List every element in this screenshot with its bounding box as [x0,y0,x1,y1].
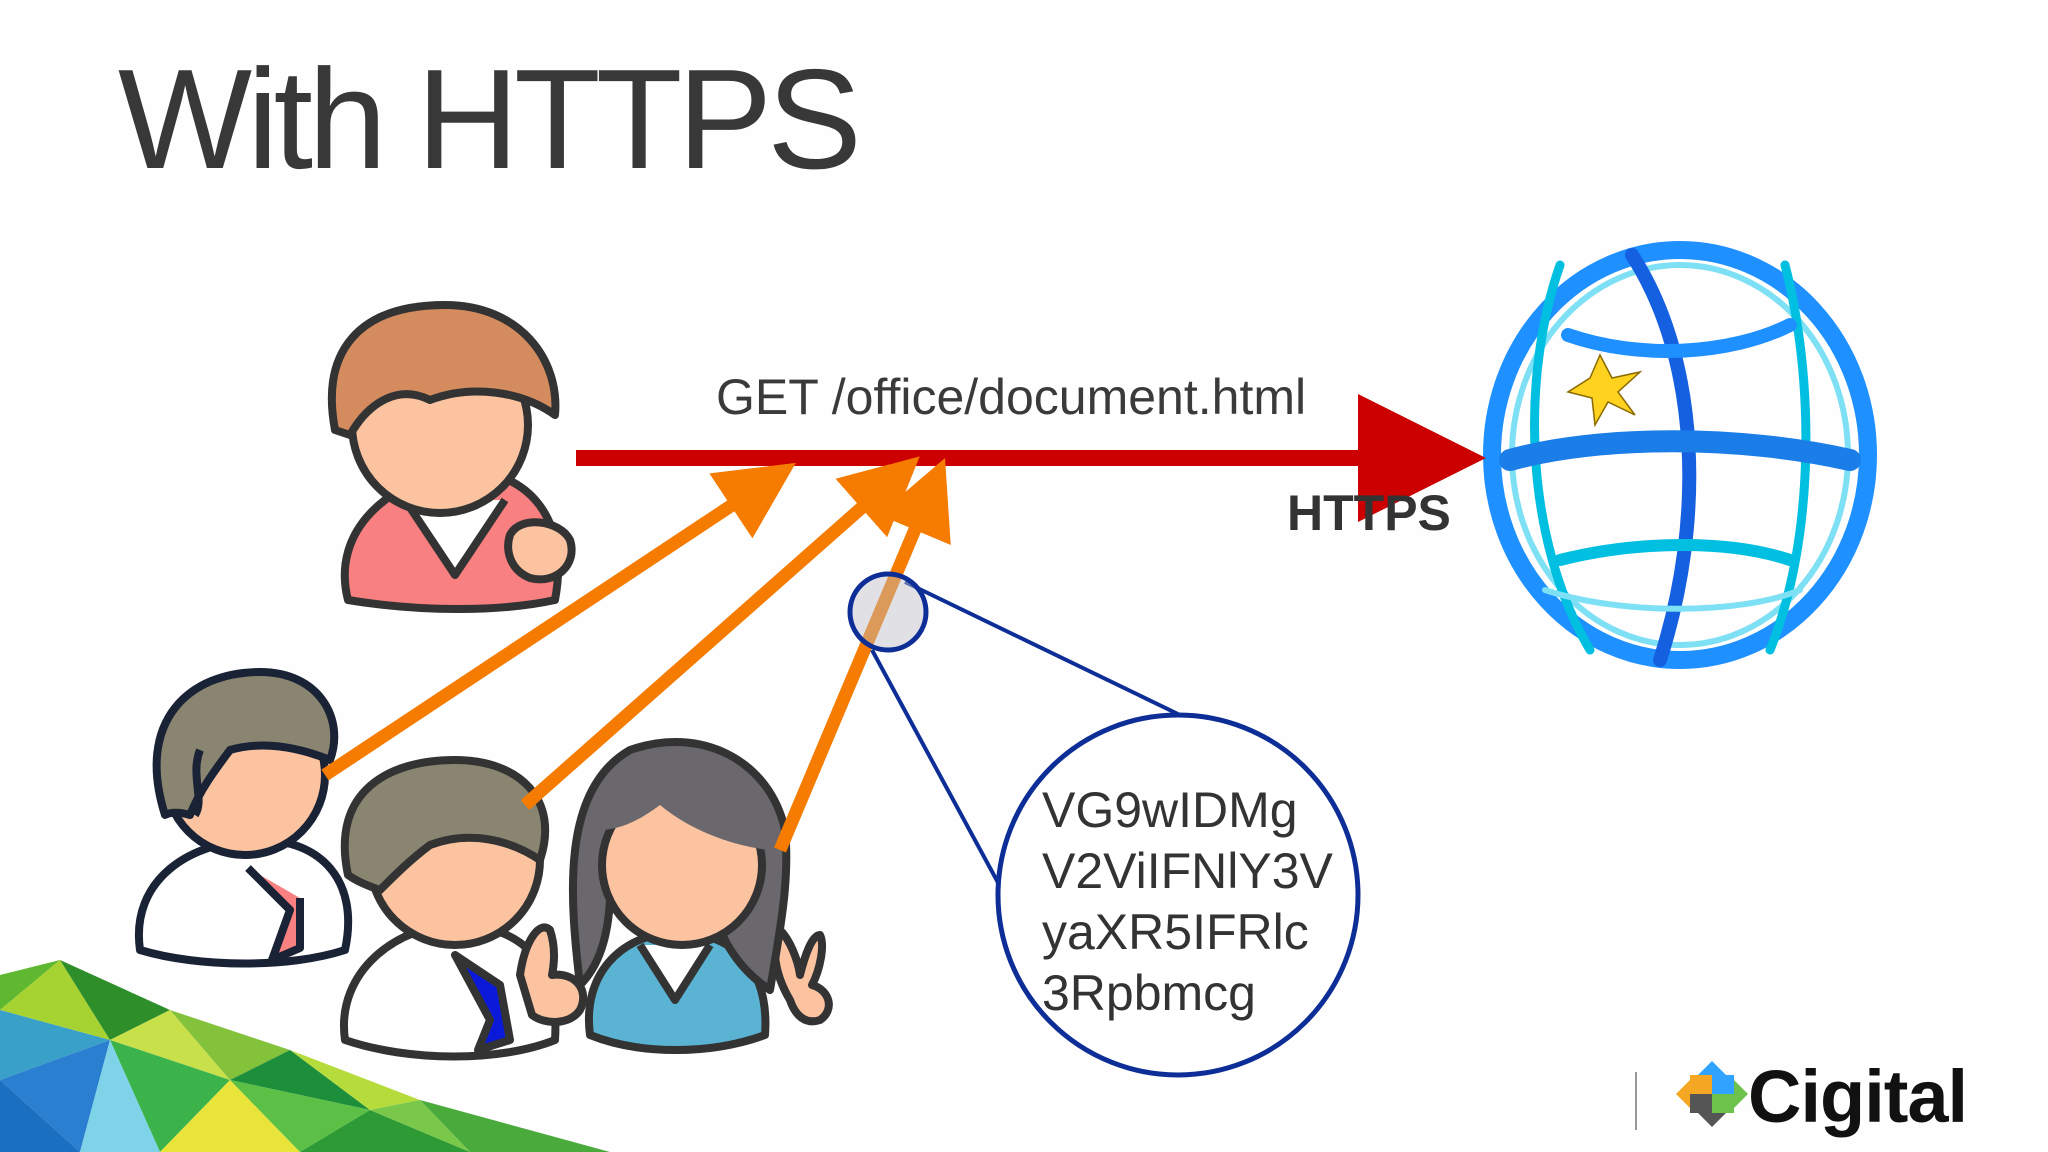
slide-title: With HTTPS [118,40,862,199]
user-icon [327,301,576,613]
protocol-label: HTTPS [1287,485,1451,541]
zoom-callout [847,571,1361,1078]
request-label: GET /office/document.html [716,369,1307,425]
cigital-logo [1676,1061,1748,1127]
eavesdrop-arrow [321,462,796,781]
globe-icon [1483,241,1877,669]
encrypted-text: VG9wIDMg V2ViIFNlY3V yaXR5IFRlc 3Rpbmcg [1042,780,1333,1024]
eavesdrop-arrow [520,456,920,810]
encrypted-line: 3Rpbmcg [1042,965,1256,1021]
decorative-corner [0,960,610,1152]
encrypted-line: yaXR5IFRlc [1042,904,1309,960]
eavesdropper-icon [568,738,833,1054]
eavesdrop-arrow [774,458,951,853]
encrypted-line: V2ViIFNlY3V [1042,843,1333,899]
eavesdropper-icon [134,668,353,968]
brand-name: Cigital [1748,1055,1968,1138]
eavesdropper-icon [339,756,588,1061]
encrypted-line: VG9wIDMg [1042,782,1298,838]
